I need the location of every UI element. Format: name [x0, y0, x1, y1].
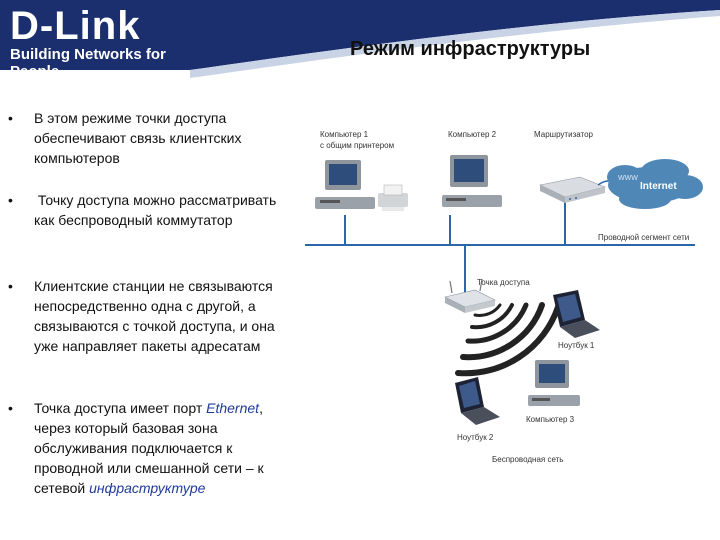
printer-icon	[378, 184, 408, 211]
bullet-marker: •	[8, 400, 13, 416]
page-title: Режим инфраструктуры	[350, 38, 591, 60]
diagram-graphics	[305, 155, 703, 425]
laptop1-label: Ноутбук 1	[558, 341, 595, 350]
bullet-text: Точку доступа можно рассматривать как бе…	[34, 192, 281, 228]
logo-tagline: Building Networks for People	[10, 46, 166, 80]
bullet-text-part: , через который базовая зона обслуживани…	[34, 400, 264, 496]
cloud-www-label: WWW	[618, 175, 638, 182]
computer3-icon	[528, 360, 580, 406]
bullet-text-part: Точка доступа имеет порт	[34, 400, 207, 416]
computer2-icon	[442, 155, 502, 207]
internet-cloud-icon	[607, 159, 703, 209]
access-point-icon	[444, 278, 496, 313]
computer2-label: Компьютер 2	[448, 130, 497, 139]
laptop2-label: Ноутбук 2	[457, 433, 494, 442]
laptop2-icon	[455, 377, 500, 425]
infrastructure-term: инфраструктуре	[89, 480, 206, 496]
router-icon	[539, 176, 606, 203]
bullet-marker: •	[8, 278, 13, 294]
bullet-text: Точка доступа имеет порт Ethernet, через…	[34, 398, 299, 498]
wireless-net-label: Беспроводная сеть	[492, 455, 564, 464]
cloud-internet-label: Internet	[640, 181, 677, 192]
logo-brand: D-Link	[10, 4, 141, 48]
access-point-label: Точка доступа	[477, 278, 530, 287]
network-diagram: Компьютер 1 с общим принтером Компьютер …	[300, 115, 720, 495]
bullet-marker: •	[8, 110, 13, 126]
bullet-text: Клиентские станции не связываются непоср…	[34, 278, 275, 354]
bullet-marker: •	[8, 192, 13, 208]
wireless-signal-arcs	[455, 302, 561, 377]
bullet-text: В этом режиме точки доступа обеспечивают…	[34, 110, 242, 166]
computer1-label: Компьютер 1	[320, 130, 369, 139]
computer3-label: Компьютер 3	[526, 415, 575, 424]
logo: D-Link Building Networks for People	[0, 0, 190, 80]
computer1-icon	[315, 160, 375, 209]
header: D-Link Building Networks for People Режи…	[0, 0, 720, 90]
ethernet-term: Ethernet	[206, 400, 260, 416]
wired-segment-label: Проводной сегмент сети	[598, 233, 690, 242]
router-label: Маршрутизатор	[534, 130, 593, 139]
laptop1-icon	[553, 290, 600, 338]
computer1-sublabel: с общим принтером	[320, 141, 395, 150]
